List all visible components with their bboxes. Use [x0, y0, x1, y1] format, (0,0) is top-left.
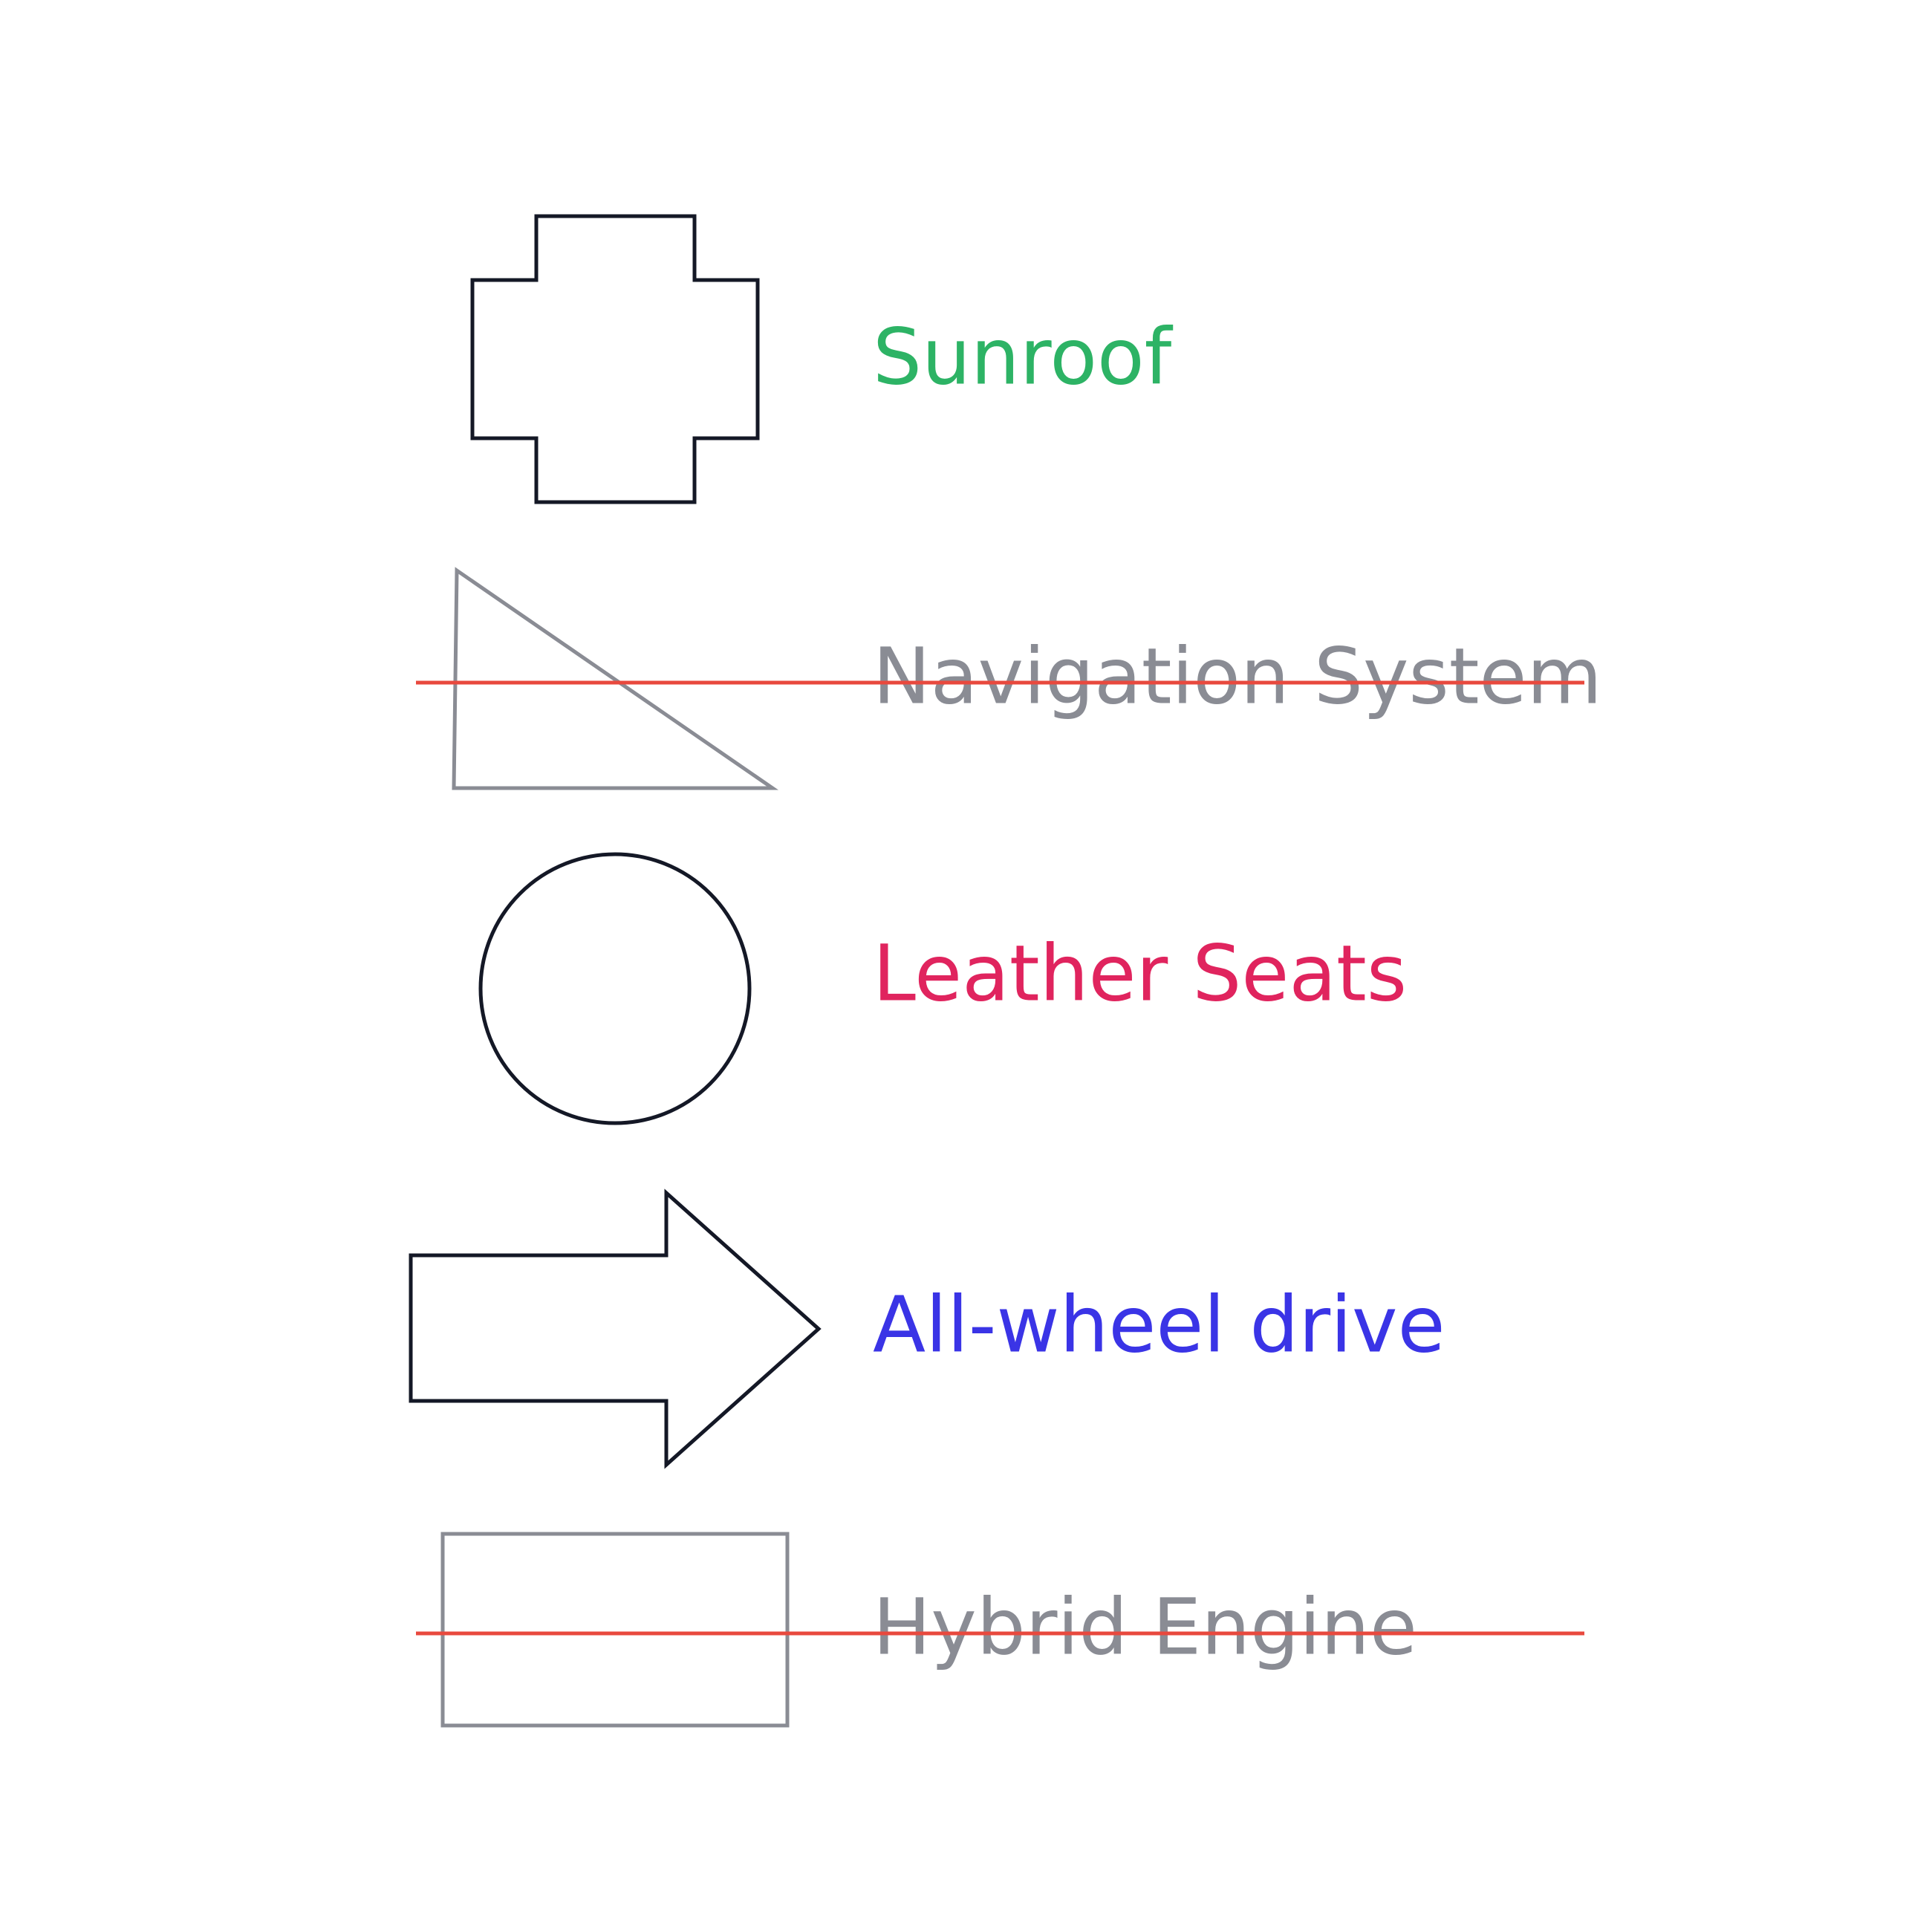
arrow-icon	[409, 1188, 822, 1469]
feature-label-navigation-system: Navigation System	[873, 631, 1602, 721]
feature-row-sunroof: Sunroof	[470, 214, 1174, 504]
rectangle-icon	[440, 1532, 790, 1728]
feature-label-hybrid-engine: Hybrid Engine	[873, 1581, 1417, 1672]
feature-row-navigation-system: Navigation System	[416, 567, 1602, 790]
feature-row-all-wheel-drive: All-wheel drive	[409, 1188, 1445, 1469]
feature-label-sunroof: Sunroof	[873, 311, 1174, 402]
feature-row-hybrid-engine: Hybrid Engine	[416, 1532, 1584, 1728]
feature-label-leather-seats: Leather Seats	[873, 928, 1407, 1018]
circle-icon	[478, 852, 752, 1125]
triangle-icon	[452, 567, 779, 790]
feature-row-leather-seats: Leather Seats	[478, 852, 1407, 1125]
feature-label-all-wheel-drive: All-wheel drive	[873, 1279, 1445, 1370]
cross-icon	[470, 214, 760, 504]
